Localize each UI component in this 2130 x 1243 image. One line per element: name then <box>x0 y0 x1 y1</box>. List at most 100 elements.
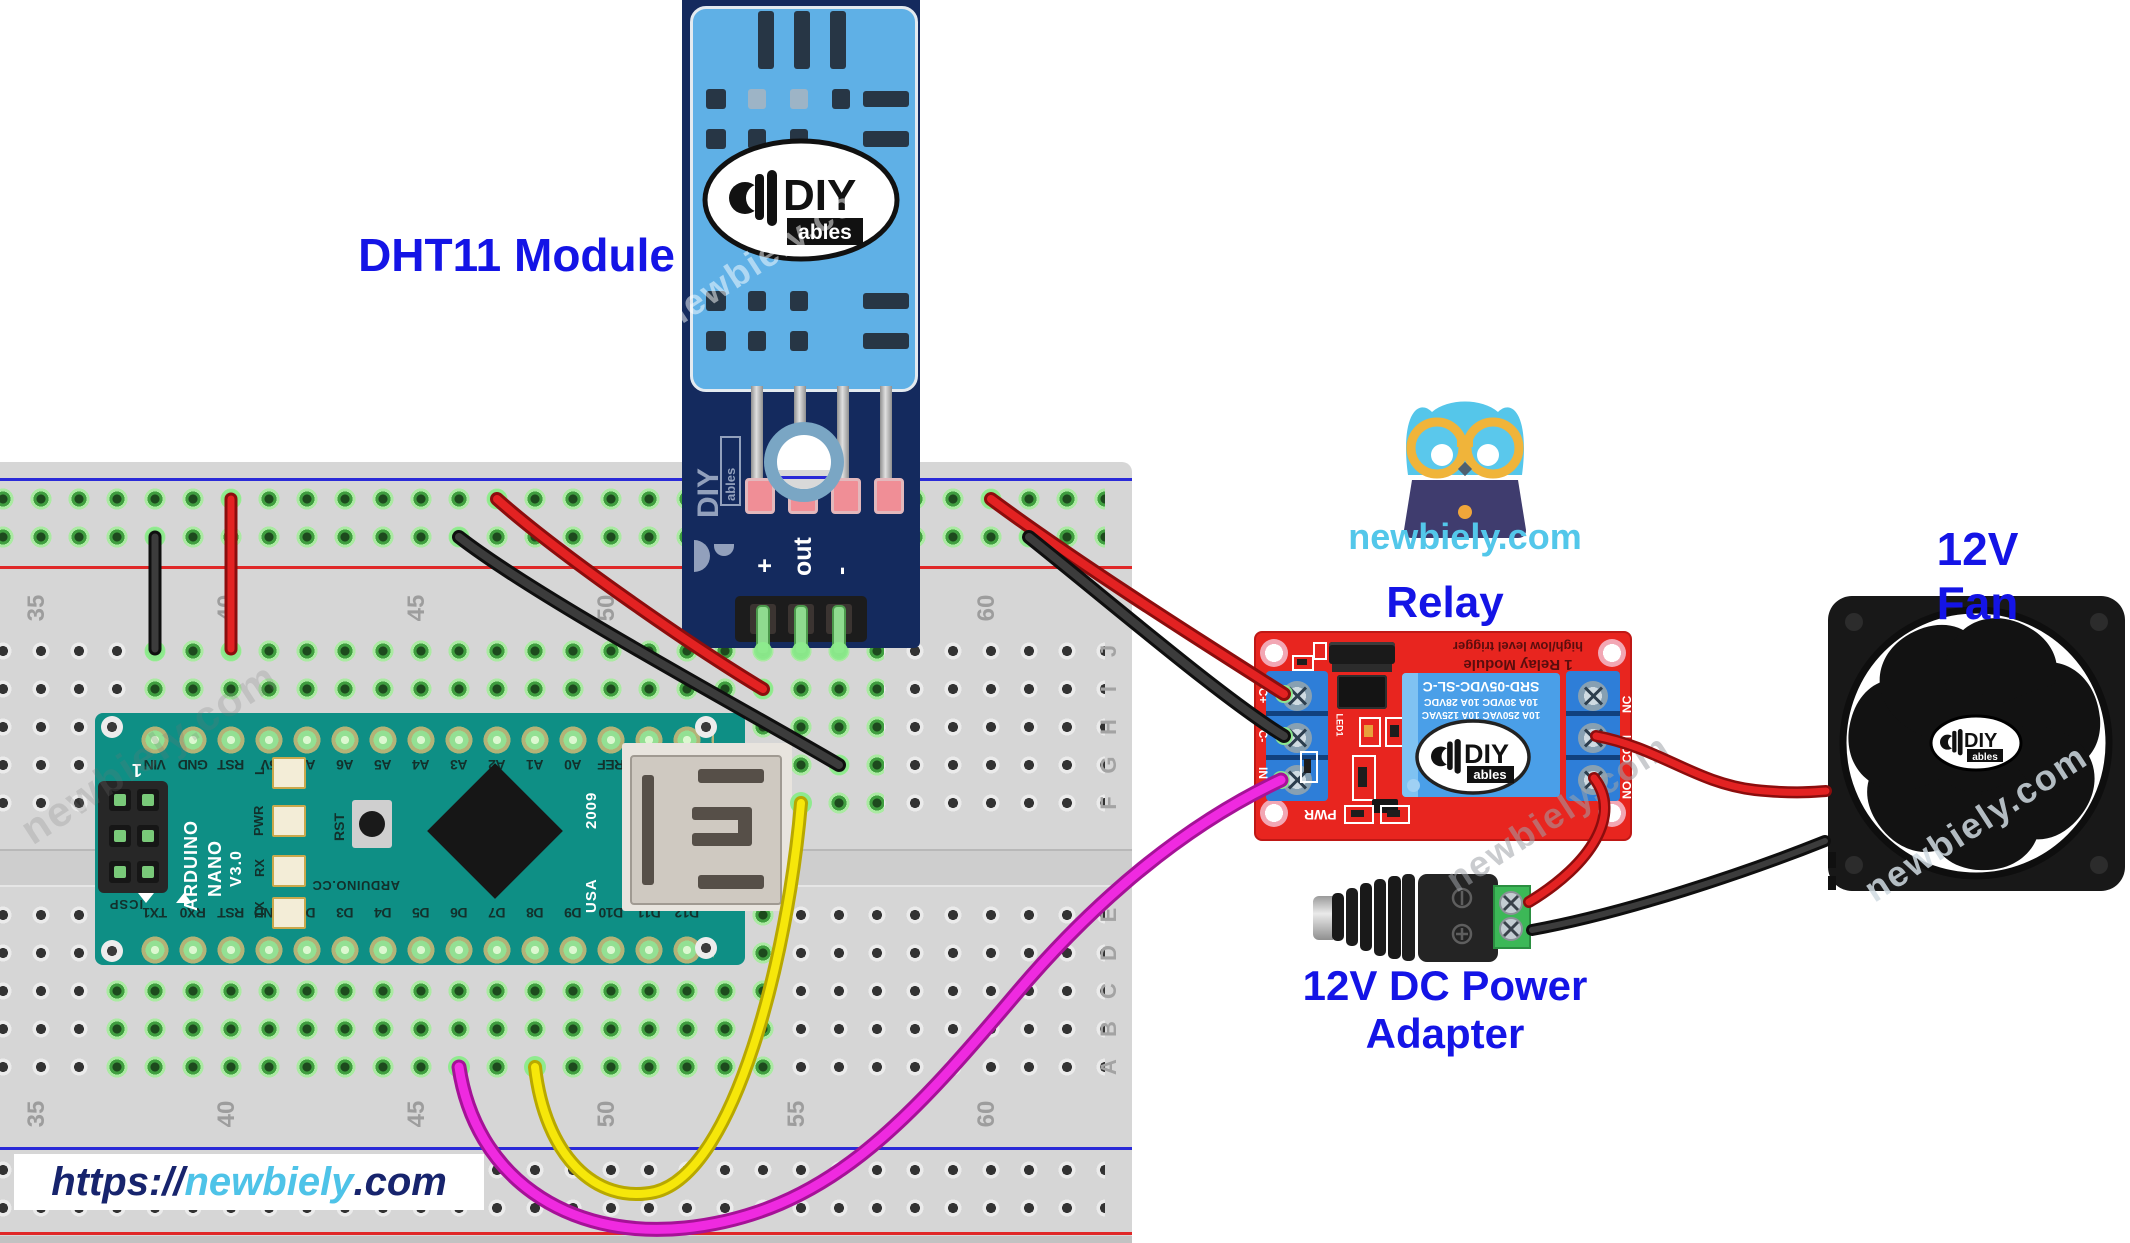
url-suffix: .com <box>353 1159 447 1204</box>
relay-rating1: 10A 30VDC 10A 28VDC <box>1423 696 1539 708</box>
svg-text:ables: ables <box>798 221 852 244</box>
smd-part <box>1352 755 1376 801</box>
lower-block-holes-left <box>0 896 95 1086</box>
nano-pin-label: D7 <box>488 905 506 921</box>
terminal-screw <box>1282 723 1312 753</box>
breadboard-bottom-edge <box>0 1236 1132 1243</box>
dht-pin-label: - <box>827 566 855 576</box>
terminal-label: DC+ <box>1256 679 1270 704</box>
terminal-label: IN <box>1256 767 1270 779</box>
svg-text:DIY: DIY <box>783 171 856 220</box>
led-rx <box>272 855 306 887</box>
dht11-module-board: DIY ables DIY ables + out - <box>682 0 920 648</box>
svg-text:ables: ables <box>1473 767 1506 782</box>
bottom-rail-blue-line <box>0 1147 1132 1150</box>
column-number: 50 <box>593 1100 620 1128</box>
adapter-label: 12V DC Power Adapter <box>1302 962 1588 1057</box>
nano-pin-label: RST <box>217 905 245 921</box>
column-number: 45 <box>403 1100 430 1128</box>
nano-pin-label: A1 <box>526 757 544 773</box>
trigger-jumper <box>1329 642 1395 664</box>
smd-part <box>1380 805 1410 824</box>
mini-usb-connector <box>630 755 782 905</box>
smd-part <box>1300 751 1318 783</box>
nano-pin-label: D3 <box>336 905 354 921</box>
fan: DIY ables <box>1828 596 2125 891</box>
column-number: 40 <box>213 1100 240 1128</box>
smd-part <box>1292 655 1314 671</box>
led1-label: LED1 <box>1334 713 1345 737</box>
top-power-rail-holes <box>0 480 1105 556</box>
row-letter: A <box>1096 1059 1121 1075</box>
nano-brand-nano: NANO <box>205 840 225 897</box>
nano-mount-hole <box>101 940 123 962</box>
nano-brand-version: V3.0 <box>228 850 245 887</box>
polarity-symbols <box>1451 887 1473 945</box>
row-letter: J <box>1096 644 1121 658</box>
nano-mount-hole <box>695 937 717 959</box>
upper-block-holes-right <box>884 632 1105 822</box>
usa-label: USA <box>583 878 600 913</box>
icsp-header <box>98 781 168 893</box>
led-label: PWR <box>251 805 266 837</box>
fan-wire-tab <box>1828 876 1836 890</box>
relay-subtitle: high/low level trigger <box>1452 639 1584 654</box>
relay-label: Relay <box>1386 578 1504 627</box>
column-number: 60 <box>973 594 1000 622</box>
column-number: 50 <box>593 594 620 622</box>
wire-black-fan-adapter <box>1526 835 1831 936</box>
fan-blades <box>1828 596 2117 883</box>
dht-pin-label: out <box>789 537 817 577</box>
terminal-screw <box>1282 681 1312 711</box>
nano-pin-label: D5 <box>412 905 430 921</box>
terminal-label: NC <box>1620 695 1634 713</box>
owl-beak <box>1457 461 1473 477</box>
bottom-rail-red-line <box>0 1232 1132 1235</box>
reset-button <box>352 800 392 848</box>
led-label: L <box>252 767 267 775</box>
fan-label: 12V Fan <box>1936 523 2019 629</box>
reset-label: RST <box>331 813 347 841</box>
year-label: 2009 <box>583 791 600 829</box>
diyables-logo: DIY ables <box>1415 719 1531 795</box>
smd-part <box>1359 717 1381 747</box>
nano-brand-arduino: ARDUINO <box>181 820 201 911</box>
diyables-logo: DIY ables <box>702 138 900 262</box>
column-number: 35 <box>23 594 50 622</box>
laptop-logo-dot <box>1458 505 1472 519</box>
row-letter: C <box>1096 983 1121 999</box>
led-pwr <box>272 805 306 837</box>
row-letter: I <box>1096 685 1121 693</box>
top-rail-red-line <box>0 566 1132 569</box>
nano-pin-label: A3 <box>450 757 468 773</box>
fan-wire-tab <box>1828 852 1836 868</box>
led-tx <box>272 897 306 929</box>
svg-text:DIY: DIY <box>1464 739 1509 769</box>
dc-power-adapter <box>1332 874 1531 962</box>
terminal-screws <box>1499 891 1523 941</box>
terminal-screw <box>1578 723 1608 753</box>
url-prefix: https:// <box>51 1159 185 1204</box>
arduino-cc-label: ARDUINO.CC <box>311 878 401 893</box>
relay-title: 1 Relay Module <box>1463 656 1573 673</box>
relay-mount-hole <box>1260 639 1288 667</box>
tx-marker-triangle <box>138 893 154 903</box>
column-number: 40 <box>213 594 240 622</box>
relay-model: SRD-05VDC-SL-C <box>1422 679 1540 695</box>
jumper-mark <box>1313 642 1327 660</box>
row-letter: D <box>1096 945 1121 961</box>
pwr-label: PWR <box>1304 807 1337 823</box>
jumper-pins <box>1332 664 1392 672</box>
nano-pin-label: D8 <box>526 905 544 921</box>
row-letter: H <box>1096 719 1121 735</box>
led-l <box>272 757 306 789</box>
smd-part <box>1344 805 1374 824</box>
cube-corner-dot <box>1407 779 1420 792</box>
nano-pin-label: D6 <box>450 905 468 921</box>
nano-bottom-pin-row <box>136 935 714 965</box>
column-number: 35 <box>23 1100 50 1128</box>
nano-pin-label: D4 <box>374 905 392 921</box>
terminal-screw <box>1578 681 1608 711</box>
atmega-chip <box>427 763 563 899</box>
led-label: TX <box>252 901 267 919</box>
